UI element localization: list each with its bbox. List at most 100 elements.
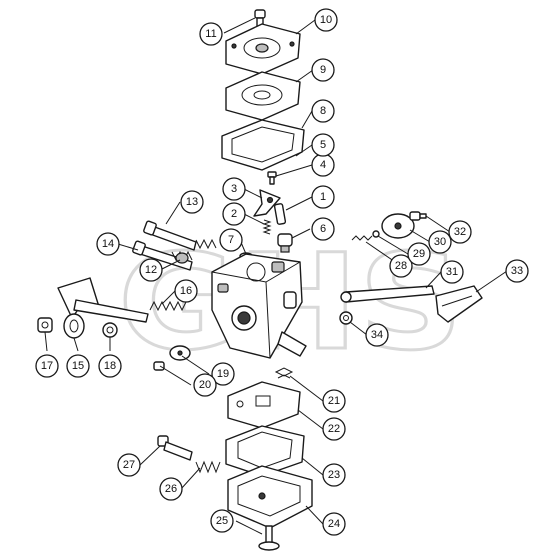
part-spring-28 <box>351 235 373 241</box>
callout-number: 21 <box>328 395 340 407</box>
callout-circle <box>139 258 163 282</box>
callout-circle <box>407 242 431 266</box>
callout-23: 23 <box>322 463 346 487</box>
callout-number: 17 <box>41 360 53 372</box>
part-ball-29 <box>372 230 380 238</box>
part-choke-plate-30 <box>381 213 415 239</box>
callout-circle <box>96 232 120 256</box>
callout-number: 19 <box>217 368 229 380</box>
part-spring-2 <box>262 219 272 235</box>
part-spring-26 <box>195 460 221 474</box>
callout-number: 20 <box>199 379 211 391</box>
part-pump-cover-10 <box>225 23 301 75</box>
callout-22: 22 <box>322 417 346 441</box>
callout-circle <box>35 354 59 378</box>
callout-circle <box>428 230 452 254</box>
part-choke-shaft-31 <box>340 285 435 303</box>
part-screw-27 <box>157 435 193 461</box>
callout-number: 29 <box>413 248 425 260</box>
callout-number: 24 <box>328 518 340 530</box>
callout-circle <box>322 389 346 413</box>
part-screw-13 <box>143 220 197 251</box>
callout-24: 24 <box>322 512 346 536</box>
callout-number: 13 <box>186 196 198 208</box>
callout-7: 7 <box>219 228 243 252</box>
callout-number: 22 <box>328 423 340 435</box>
callout-number: 25 <box>216 515 228 527</box>
callout-circle <box>311 185 335 209</box>
part-carburetor-body <box>211 253 307 359</box>
callout-circle <box>322 512 346 536</box>
callout-number: 14 <box>102 238 114 250</box>
part-valve-6 <box>277 233 293 253</box>
callout-9: 9 <box>311 58 335 82</box>
part-spindle-1 <box>273 203 287 225</box>
callout-circle <box>322 463 346 487</box>
callout-number: 30 <box>434 236 446 248</box>
callout-circle <box>159 477 183 501</box>
callout-number: 31 <box>446 266 458 278</box>
callout-13: 13 <box>180 190 204 214</box>
callout-12: 12 <box>139 258 163 282</box>
parts-group <box>37 9 483 551</box>
callout-11: 11 <box>199 22 223 46</box>
callout-20: 20 <box>193 373 217 397</box>
callout-number: 5 <box>320 139 326 151</box>
part-plate-19 <box>169 345 191 361</box>
callout-33: 33 <box>505 259 529 283</box>
callout-number: 33 <box>511 265 523 277</box>
part-pump-diaphragm-9 <box>225 71 301 121</box>
part-washer-18 <box>102 322 118 338</box>
callout-circle <box>98 354 122 378</box>
part-diaphragm-23 <box>225 425 305 477</box>
callout-32: 32 <box>448 220 472 244</box>
callout-circle <box>311 217 335 241</box>
callout-circle <box>365 323 389 347</box>
callout-circle <box>448 220 472 244</box>
callout-number: 8 <box>320 105 326 117</box>
part-throttle-shaft-15 <box>57 277 149 339</box>
part-screw-32 <box>409 211 427 221</box>
callout-circle <box>211 362 235 386</box>
callout-29: 29 <box>407 242 431 266</box>
part-spring-21 <box>274 367 294 379</box>
callout-28: 28 <box>389 254 413 278</box>
part-screw-4 <box>267 171 277 185</box>
callout-number: 3 <box>231 183 237 195</box>
callout-number: 27 <box>123 459 135 471</box>
callout-34: 34 <box>365 323 389 347</box>
callout-19: 19 <box>211 362 235 386</box>
part-nut-17 <box>37 317 53 333</box>
callout-31: 31 <box>440 260 464 284</box>
callout-16: 16 <box>174 279 198 303</box>
callout-number: 16 <box>180 285 192 297</box>
part-screw-25 <box>258 525 280 551</box>
callout-10: 10 <box>314 8 338 32</box>
part-screw-11 <box>254 9 266 29</box>
callout-circle <box>219 228 243 252</box>
callout-number: 32 <box>454 226 466 238</box>
leader-lines <box>44 17 508 535</box>
callout-circle <box>174 279 198 303</box>
callout-circle <box>199 22 223 46</box>
part-spring-16 <box>149 300 187 312</box>
callout-1: 1 <box>311 185 335 209</box>
callout-5: 5 <box>311 133 335 157</box>
part-screw-14 <box>132 240 193 271</box>
callout-circle <box>117 453 141 477</box>
callout-26: 26 <box>159 477 183 501</box>
callout-number: 12 <box>145 264 157 276</box>
callout-circle <box>311 133 335 157</box>
part-washer-34 <box>339 311 353 325</box>
callout-circle <box>311 58 335 82</box>
callout-circle <box>210 509 234 533</box>
callout-number: 1 <box>320 191 326 203</box>
callout-30: 30 <box>428 230 452 254</box>
callout-number: 26 <box>165 483 177 495</box>
callout-number: 15 <box>72 360 84 372</box>
part-gasket-8 <box>221 119 305 171</box>
callout-circle <box>322 417 346 441</box>
callout-4: 4 <box>311 153 335 177</box>
